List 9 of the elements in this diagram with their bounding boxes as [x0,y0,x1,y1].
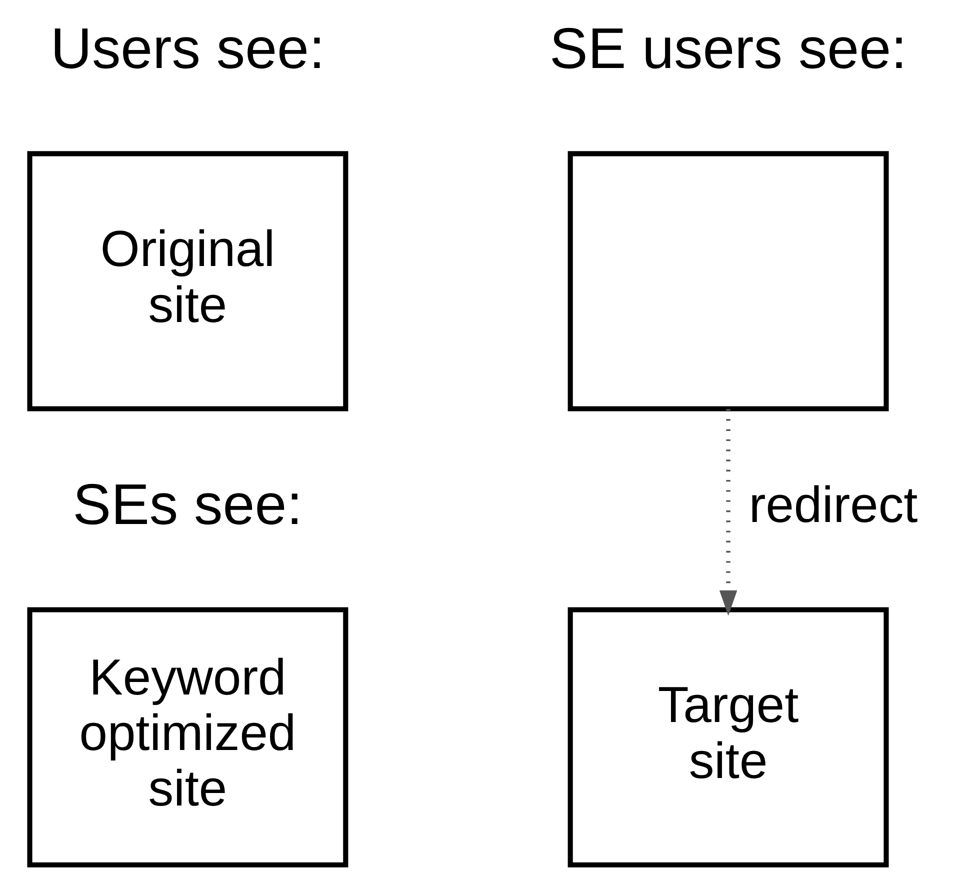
edge-label: redirect [748,476,918,533]
arrow [718,409,737,616]
label: SEs see: [72,472,302,537]
node-box: Target site [567,607,888,868]
label: Users see: [50,16,324,81]
node-box: Original site [26,151,348,412]
label: SE users see: [549,16,907,81]
node-box [567,151,888,412]
node-box: Keyword optimized site [26,607,348,868]
